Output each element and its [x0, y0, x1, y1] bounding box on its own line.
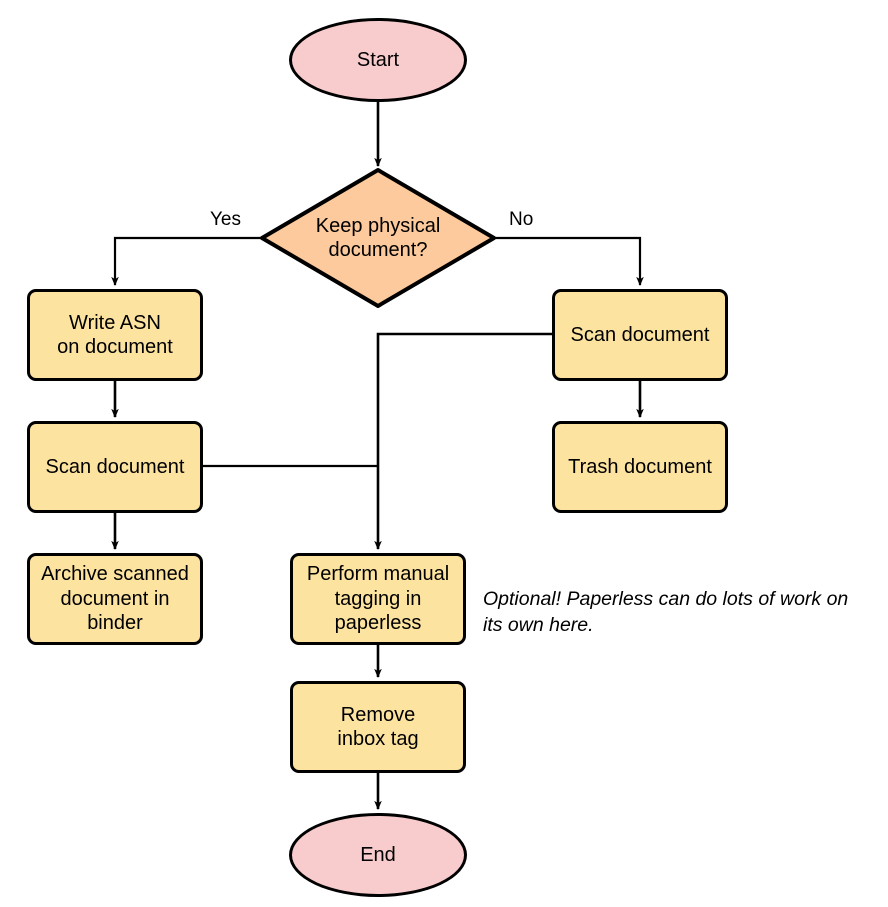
node-scan-document-left-label: Scan document	[45, 455, 185, 478]
edge-label-no: No	[509, 209, 534, 230]
node-trash-document-label: Trash document	[568, 455, 712, 478]
node-write-asn-on-document-label: Write ASN on document	[57, 311, 173, 358]
node-perform-manual-tagging-in-paperless[interactable]: Perform manual tagging in paperless	[290, 553, 466, 645]
node-end-label: End	[360, 843, 396, 866]
edge-decision-to-write-asn	[111, 236, 262, 287]
node-archive-scanned-document-in-binder[interactable]: Archive scanned document in binder	[27, 553, 203, 645]
decision-keep-physical-document[interactable]	[260, 168, 496, 308]
edge-scan-right-to-tagging	[374, 332, 552, 551]
node-trash-document[interactable]: Trash document	[552, 421, 728, 513]
node-scan-document-right-label: Scan document	[570, 323, 710, 346]
edge-decision-to-scan-right	[494, 236, 644, 287]
node-archive-scanned-document-in-binder-label: Archive scanned document in binder	[41, 563, 189, 635]
node-write-asn-on-document[interactable]: Write ASN on document	[27, 289, 203, 381]
node-remove-inbox-tag[interactable]: Remove inbox tag	[290, 681, 466, 773]
node-end[interactable]: End	[289, 813, 467, 897]
node-start-label: Start	[356, 48, 400, 71]
edge-label-yes: Yes	[210, 209, 241, 230]
node-scan-document-right[interactable]: Scan document	[552, 289, 728, 381]
node-perform-manual-tagging-in-paperless-label: Perform manual tagging in paperless	[306, 563, 450, 635]
annotation-optional-note: Optional! Paperless can do lots of work …	[483, 588, 849, 636]
node-start[interactable]: Start	[289, 18, 467, 102]
node-scan-document-left[interactable]: Scan document	[27, 421, 203, 513]
node-remove-inbox-tag-label: Remove inbox tag	[337, 703, 419, 750]
